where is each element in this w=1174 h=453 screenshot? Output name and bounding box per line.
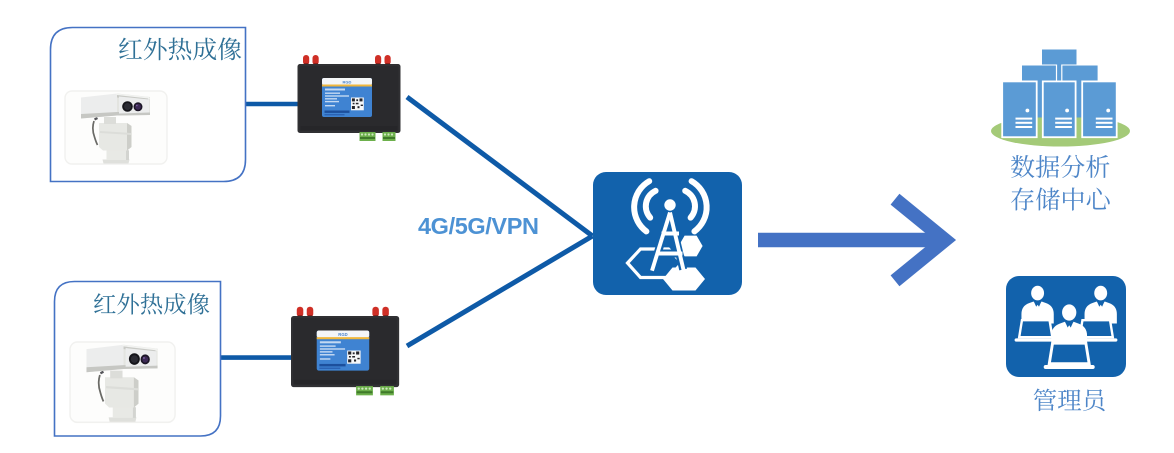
svg-text:4G/5G/VPN: 4G/5G/VPN (418, 213, 539, 239)
